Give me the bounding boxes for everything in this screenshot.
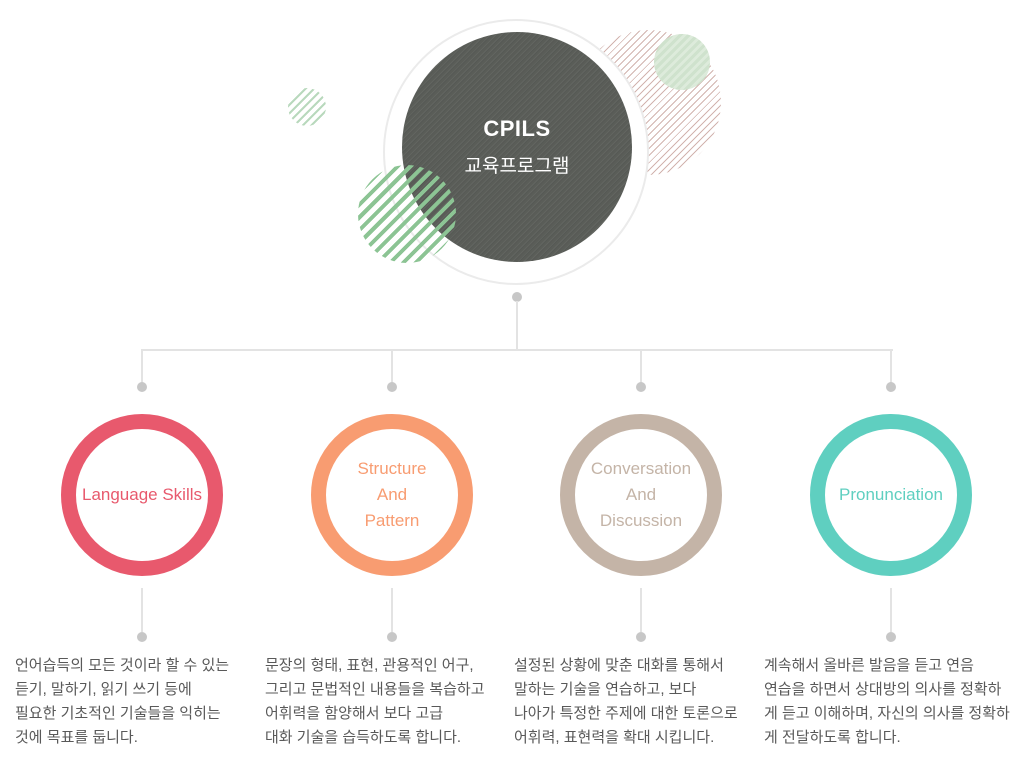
connector-hub-stem bbox=[516, 301, 518, 350]
decor-green-striped-circle bbox=[358, 165, 456, 263]
program-label: Pronunciation bbox=[839, 485, 943, 504]
program-description: 문장의 형태, 표현, 관용적인 어구, 그리고 문법적인 내용들을 복습하고 … bbox=[265, 657, 485, 746]
connector-hub-dot bbox=[512, 292, 522, 302]
hub-title-line1: CPILS bbox=[483, 116, 551, 141]
program-description: 설정된 상황에 맞춘 대화를 통해서 말하는 기술을 연습하고, 보다 나아가 … bbox=[514, 657, 738, 746]
connector-drop-1 bbox=[141, 349, 143, 383]
program-stem-dot bbox=[886, 632, 896, 642]
program-stem-dot bbox=[636, 632, 646, 642]
program-label: Conversation And Discussion bbox=[590, 459, 692, 530]
program-label: Structure And Pattern bbox=[357, 459, 427, 530]
program-description: 계속해서 올바른 발음을 듣고 연음 연습을 하면서 상대방의 의사를 정확하 … bbox=[764, 657, 1010, 746]
decor-soft-green-circle bbox=[654, 34, 710, 90]
connector-horizontal-line bbox=[141, 349, 893, 351]
program-label: Language Skills bbox=[81, 485, 203, 504]
program-node-structure-and-pattern: Structure And Pattern 문장의 형태, 표현, 관용적인 어… bbox=[261, 414, 523, 750]
program-stem-dot bbox=[387, 632, 397, 642]
hub-title-line2: 교육프로그램 bbox=[464, 156, 570, 177]
program-ring: Structure And Pattern bbox=[311, 414, 473, 576]
program-description: 언어습득의 모든 것이라 할 수 있는 듣기, 말하기, 읽기 쓰기 등에 필요… bbox=[15, 657, 230, 746]
program-node-conversation-and-discussion: Conversation And Discussion 설정된 상황에 맞춘 대… bbox=[510, 414, 772, 750]
program-stem-line bbox=[141, 588, 143, 632]
connector-drop-dot-2 bbox=[387, 382, 397, 392]
program-stem-line bbox=[890, 588, 892, 632]
program-stem-line bbox=[640, 588, 642, 632]
program-ring: Pronunciation bbox=[810, 414, 972, 576]
program-stem-dot bbox=[137, 632, 147, 642]
program-node-language-skills: Language Skills 언어습득의 모든 것이라 할 수 있는 듣기, … bbox=[11, 414, 273, 750]
connector-drop-2 bbox=[391, 349, 393, 383]
program-stem-line bbox=[391, 588, 393, 632]
program-ring: Language Skills bbox=[61, 414, 223, 576]
program-ring: Conversation And Discussion bbox=[560, 414, 722, 576]
connector-drop-dot-4 bbox=[886, 382, 896, 392]
program-node-pronunciation: Pronunciation 계속해서 올바른 발음을 듣고 연음 연습을 하면서… bbox=[760, 414, 1022, 750]
connector-drop-3 bbox=[640, 349, 642, 383]
decor-small-green-striped-circle bbox=[288, 88, 326, 126]
connector-drop-dot-3 bbox=[636, 382, 646, 392]
connector-drop-dot-1 bbox=[137, 382, 147, 392]
connector-drop-4 bbox=[890, 349, 892, 383]
